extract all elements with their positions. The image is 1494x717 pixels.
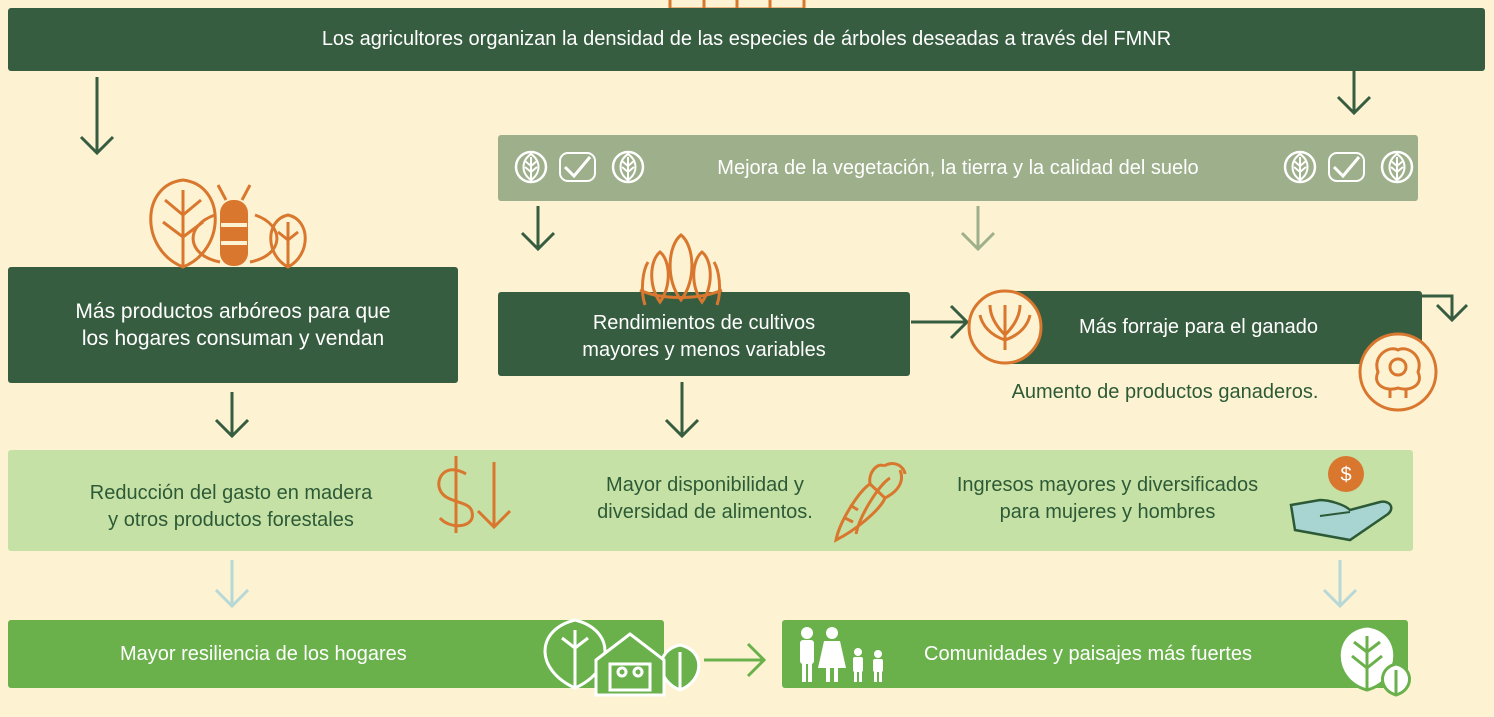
tree-products-line1: Más productos arbóreos para que	[75, 300, 391, 323]
arrow-crops-to-fodder	[911, 304, 970, 340]
stronger-communities-box: Comunidades y paisajes más fuertes	[782, 620, 1408, 688]
crop-yields-line2: mayores y menos variables	[582, 339, 826, 361]
crop-yields-box: Rendimientos de cultivos mayores y menos…	[498, 292, 910, 376]
arrow-tree-products-to-row	[214, 392, 250, 439]
arrow-row-to-resilience	[214, 560, 250, 609]
tree-products-line2: los hogares consuman y vendan	[81, 327, 385, 350]
outcomes-row-box	[8, 450, 1413, 551]
food-availability-line1: Mayor disponibilidad y	[606, 474, 804, 496]
farmers-fmnr-box: Los agricultores organizan la densidad d…	[8, 8, 1485, 71]
arrow-farmers-to-vegetation	[1336, 71, 1372, 116]
vegetation-improvement-text: Mejora de la vegetación, la tierra y la …	[717, 156, 1199, 179]
household-resilience-box: Mayor resiliencia de los hogares	[8, 620, 664, 688]
income-text: Ingresos mayores y diversificados para m…	[925, 472, 1290, 526]
income-line2: para mujeres y hombres	[999, 501, 1216, 523]
income-line1: Ingresos mayores y diversificados	[956, 474, 1259, 496]
stronger-communities-text: Comunidades y paisajes más fuertes	[924, 642, 1252, 665]
arrow-vegetation-to-crops	[520, 206, 556, 252]
fodder-text: Más forraje para el ganado	[1079, 316, 1319, 338]
fodder-box: Más forraje para el ganado	[1005, 291, 1422, 364]
household-resilience-text: Mayor resiliencia de los hogares	[120, 642, 407, 665]
food-availability-line2: diversidad de alimentos.	[597, 501, 813, 523]
arrow-farmers-to-tree-products	[79, 77, 115, 156]
arrow-vegetation-to-fodder	[960, 206, 996, 252]
tree-products-box: Más productos arbóreos para que los hoga…	[8, 267, 458, 383]
farmers-fmnr-text: Los agricultores organizan la densidad d…	[321, 28, 1172, 50]
tree-bee-icon	[149, 178, 307, 269]
food-availability-text: Mayor disponibilidad y diversidad de ali…	[555, 472, 855, 526]
reduced-spending-line2: y otros productos forestales	[108, 509, 354, 531]
reduced-spending-line1: Reducción del gasto en madera	[89, 482, 373, 504]
arrow-row-to-communities	[1322, 560, 1358, 609]
reduced-spending-text: Reducción del gasto en madera y otros pr…	[56, 480, 406, 534]
livestock-products-text: Aumento de productos ganaderos.	[1011, 381, 1319, 403]
arrow-crops-to-row	[664, 382, 700, 439]
arrow-fodder-corner	[1422, 294, 1469, 323]
crop-yields-line1: Rendimientos de cultivos	[592, 312, 816, 334]
arrow-resilience-to-communities	[704, 642, 767, 678]
vegetation-improvement-box: Mejora de la vegetación, la tierra y la …	[498, 135, 1418, 201]
